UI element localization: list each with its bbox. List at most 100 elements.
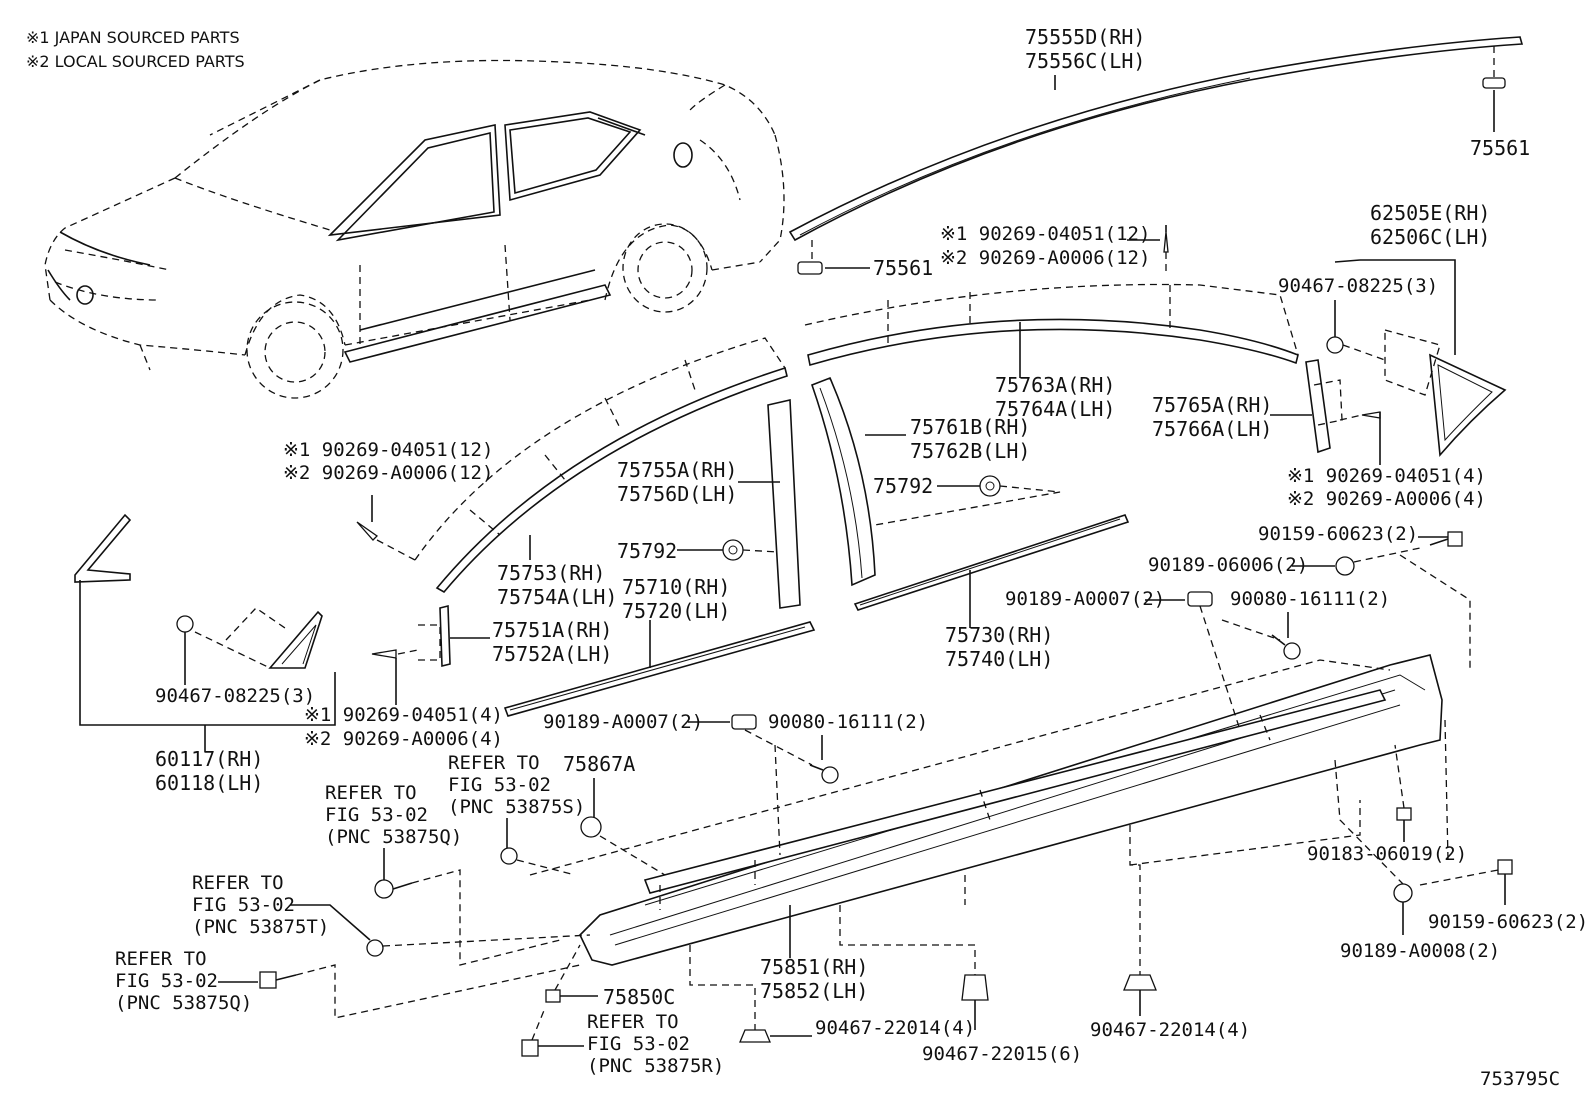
label-75740: 75740(LH): [945, 647, 1053, 671]
label-90189-06006: 90189-06006(2): [1148, 554, 1308, 576]
bolt-90159-60623-top: [1399, 531, 1471, 670]
belt-molding-75710: [503, 620, 816, 717]
clip-75561-top: [1482, 46, 1506, 132]
clip-90183-06019: [1394, 744, 1412, 842]
label-75765a: 75765A(RH): [1152, 393, 1272, 417]
label-60117: 60117(RH): [155, 747, 263, 771]
label-75792-right: 75792: [873, 474, 933, 498]
clip-75867a: [580, 778, 666, 876]
ref-t-line3: (PNC 53875T): [192, 916, 329, 938]
label-90183-06019: 90183-06019(2): [1307, 843, 1467, 865]
label-clip-left-1: ※1 90269-04051(12): [283, 439, 493, 461]
label-75753: 75753(RH): [497, 561, 605, 585]
pillar-garnish-75761b: [810, 376, 906, 587]
clip-90269-top: [1127, 225, 1169, 275]
label-75720: 75720(LH): [622, 599, 730, 623]
ref-s-line1: REFER TO: [448, 752, 540, 774]
label-clip-bl-1: ※1 90269-04051(4): [304, 704, 503, 726]
clip-90189-a0007-left: [688, 714, 781, 856]
nut-90467-08225-left: [176, 615, 194, 685]
clip-90189-a0008: [1334, 759, 1413, 935]
label-75752a: 75752A(LH): [492, 642, 612, 666]
label-90467-08225-left: 90467-08225(3): [155, 685, 315, 707]
clip-75850c: [545, 944, 598, 1003]
ref-53875t: REFER TO FIG 53-02 (PNC 53875T): [192, 872, 591, 957]
label-75751a: 75751A(RH): [492, 618, 612, 642]
label-90159-60623-bottom: 90159-60623(2): [1428, 911, 1588, 933]
label-62506c: 62506C(LH): [1370, 225, 1490, 249]
label-90467-08225-right: 90467-08225(3): [1278, 275, 1438, 297]
clip-90269-right: [1339, 411, 1381, 465]
label-60118: 60118(LH): [155, 771, 263, 795]
label-90080-16111-right: 90080-16111(2): [1230, 588, 1390, 610]
clip-75561-mid: [797, 240, 870, 275]
ref-53875q-top: REFER TO FIG 53-02 (PNC 53875Q): [325, 782, 561, 966]
rear-pillar-molding-75765a: [1270, 359, 1343, 454]
door-upper-molding-75763a: [804, 283, 1299, 378]
label-90189-a0008: 90189-A0008(2): [1340, 940, 1500, 962]
corner-garnish-60117: [74, 513, 336, 752]
label-75755a: 75755A(RH): [617, 458, 737, 482]
label-75756d: 75756D(LH): [617, 482, 737, 506]
pillar-garnish-75751a: [418, 604, 490, 668]
label-clip-top-1: ※1 90269-04051(12): [940, 223, 1150, 245]
figure-code: 753795C: [1480, 1068, 1560, 1090]
ref-t-line1: REFER TO: [192, 872, 284, 894]
clip-90189-a0007-right: [1145, 591, 1241, 731]
screw-90080-16111-left: [744, 729, 839, 784]
pillar-garnish-75755a: [738, 399, 801, 609]
label-75762b: 75762B(LH): [910, 439, 1030, 463]
clip-75792-left: [677, 539, 779, 561]
roof-molding-75555d: [788, 36, 1524, 242]
label-90467-22014-a: 90467-22014(4): [815, 1017, 975, 1039]
car-illustration: [44, 59, 785, 399]
label-75561-top: 75561: [1470, 136, 1530, 160]
label-75851: 75851(RH): [760, 955, 868, 979]
ref-q-bottom-line1: REFER TO: [115, 948, 207, 970]
clip-90269-left: [356, 495, 416, 561]
ref-r-line2: FIG 53-02: [587, 1033, 690, 1055]
ref-53875s: REFER TO FIG 53-02 (PNC 53875S): [448, 752, 585, 876]
label-75754a: 75754A(LH): [497, 585, 617, 609]
ref-q-top-line2: FIG 53-02: [325, 804, 428, 826]
front-door-molding-75753: [414, 337, 788, 594]
label-90189-a0007-left: 90189-A0007(2): [543, 711, 703, 733]
ref-q-bottom-line3: (PNC 53875Q): [115, 992, 252, 1014]
nut-90467-08225-right: [1326, 300, 1386, 361]
label-75850c: 75850C: [603, 985, 675, 1009]
label-clip-top-2: ※2 90269-A0006(12): [940, 247, 1150, 269]
nut-90467-22014-b: [1123, 800, 1361, 1016]
nut-90467-22015: [839, 875, 989, 1030]
label-75867a: 75867A: [563, 752, 635, 776]
label-clip-right-1: ※1 90269-04051(4): [1287, 465, 1486, 487]
label-75764a: 75764A(LH): [995, 397, 1115, 421]
quarter-glass-62505e: [1334, 259, 1507, 457]
label-75730: 75730(RH): [945, 623, 1053, 647]
ref-53875r: REFER TO FIG 53-02 (PNC 53875R): [521, 1007, 724, 1077]
label-75710: 75710(RH): [622, 575, 730, 599]
belt-molding-75730: [853, 514, 1130, 628]
note-japan-sourced: ※1 JAPAN SOURCED PARTS: [26, 28, 240, 47]
clip-90269-bottom-left: [371, 649, 419, 705]
label-90159-60623-top: 90159-60623(2): [1258, 523, 1418, 545]
label-75766a: 75766A(LH): [1152, 417, 1272, 441]
clip-75792-right: [874, 475, 1061, 526]
label-62505e: 62505E(RH): [1370, 201, 1490, 225]
label-75792-left: 75792: [617, 539, 677, 563]
ref-r-line1: REFER TO: [587, 1011, 679, 1033]
note-local-sourced: ※2 LOCAL SOURCED PARTS: [26, 52, 245, 71]
ref-s-line2: FIG 53-02: [448, 774, 551, 796]
ref-q-top-line1: REFER TO: [325, 782, 417, 804]
rocker-panel-75851: [529, 654, 1443, 966]
ref-53875q-bottom: REFER TO FIG 53-02 (PNC 53875Q): [115, 948, 581, 1019]
label-75561-mid: 75561: [873, 256, 933, 280]
screw-90080-16111-right: [1221, 612, 1301, 660]
label-clip-left-2: ※2 90269-A0006(12): [283, 462, 493, 484]
label-75761b: 75761B(RH): [910, 415, 1030, 439]
ref-r-line3: (PNC 53875R): [587, 1055, 724, 1077]
label-75763a: 75763A(RH): [995, 373, 1115, 397]
label-clip-right-2: ※2 90269-A0006(4): [1287, 488, 1486, 510]
ref-t-line2: FIG 53-02: [192, 894, 295, 916]
